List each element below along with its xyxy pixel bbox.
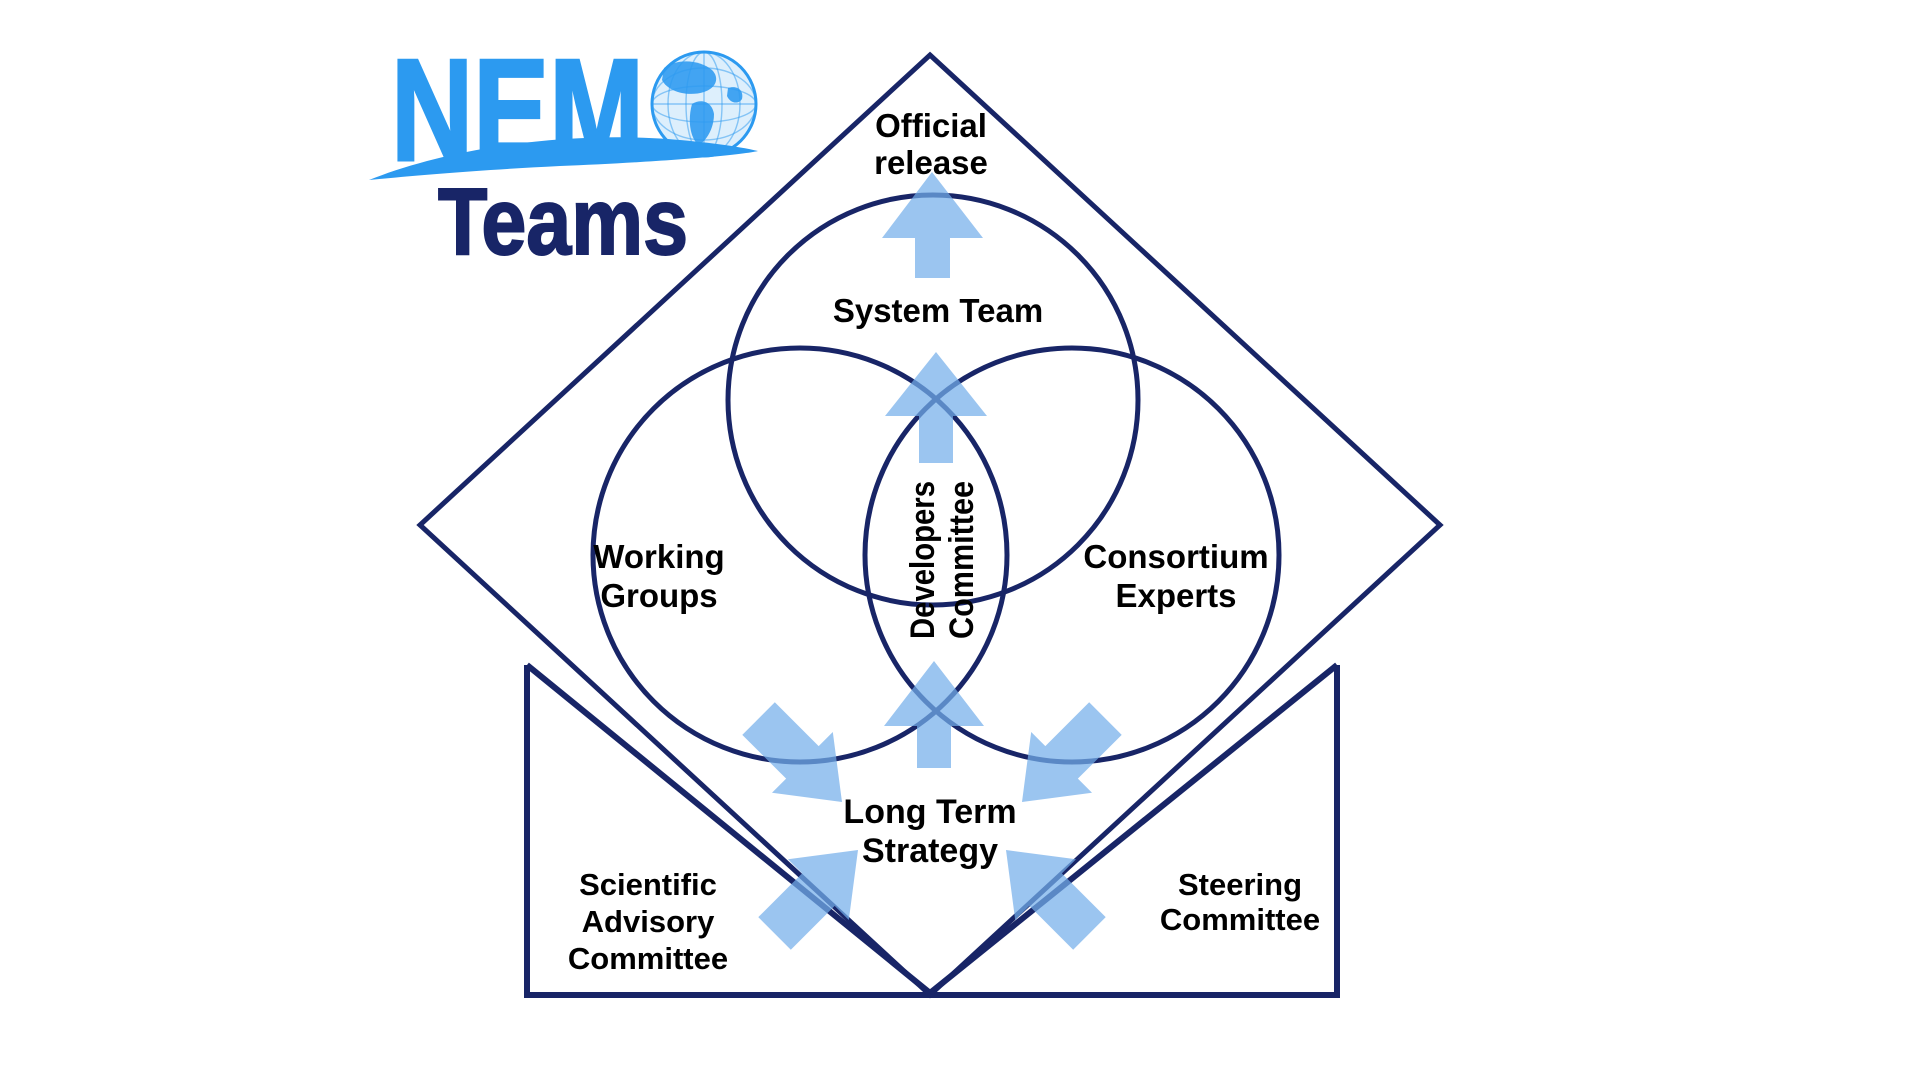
label-working-groups-line2: Groups <box>600 577 717 614</box>
arrow-long-term-strategy-up <box>884 661 984 768</box>
label-developers-committee-line1: Developers <box>904 481 942 639</box>
label-official-release-line2: release <box>874 144 988 181</box>
nemo-logo: NEM Teams <box>369 28 758 276</box>
label-scientific-advisory-committee: Scientific Advisory Committee <box>568 867 728 976</box>
label-working-groups: Working Groups <box>593 538 724 614</box>
arrow-official-release <box>882 172 983 278</box>
label-working-groups-line1: Working <box>593 538 724 575</box>
label-long-term-strategy-line1: Long Term <box>843 793 1016 831</box>
label-sac-line3: Committee <box>568 941 728 976</box>
label-official-release: Official release <box>874 107 988 181</box>
arrow-upper-right-in <box>1022 702 1122 802</box>
label-developers-committee: Developers Committee <box>904 481 981 639</box>
arrow-system-team-up <box>885 352 987 463</box>
arrow-lower-right-in <box>1006 850 1106 950</box>
label-system-team: System Team <box>833 292 1043 329</box>
label-consortium-experts: Consortium Experts <box>1083 538 1268 614</box>
right-triangle-edge <box>928 662 1339 996</box>
left-triangle-edge <box>525 662 932 996</box>
logo-subtitle: Teams <box>438 169 688 275</box>
label-long-term-strategy-line2: Strategy <box>862 832 998 870</box>
label-steering-committee: Steering Committee <box>1160 867 1320 937</box>
arrow-upper-left-in <box>742 702 842 802</box>
globe-icon <box>650 50 758 158</box>
label-consortium-experts-line2: Experts <box>1115 577 1236 614</box>
label-official-release-line1: Official <box>875 107 987 144</box>
label-sac-line1: Scientific <box>579 867 717 902</box>
label-sac-line2: Advisory <box>582 904 715 939</box>
globe-continent <box>662 61 717 94</box>
logo-wave <box>369 137 758 180</box>
globe-continent <box>727 87 743 103</box>
label-steering-committee-line2: Committee <box>1160 902 1320 937</box>
globe-continent <box>689 101 714 145</box>
arrow-lower-left-in <box>758 850 858 950</box>
label-consortium-experts-line1: Consortium <box>1083 538 1268 575</box>
label-long-term-strategy: Long Term Strategy <box>843 793 1016 870</box>
label-steering-committee-line1: Steering <box>1178 867 1302 902</box>
label-developers-committee-line2: Committee <box>943 481 981 639</box>
